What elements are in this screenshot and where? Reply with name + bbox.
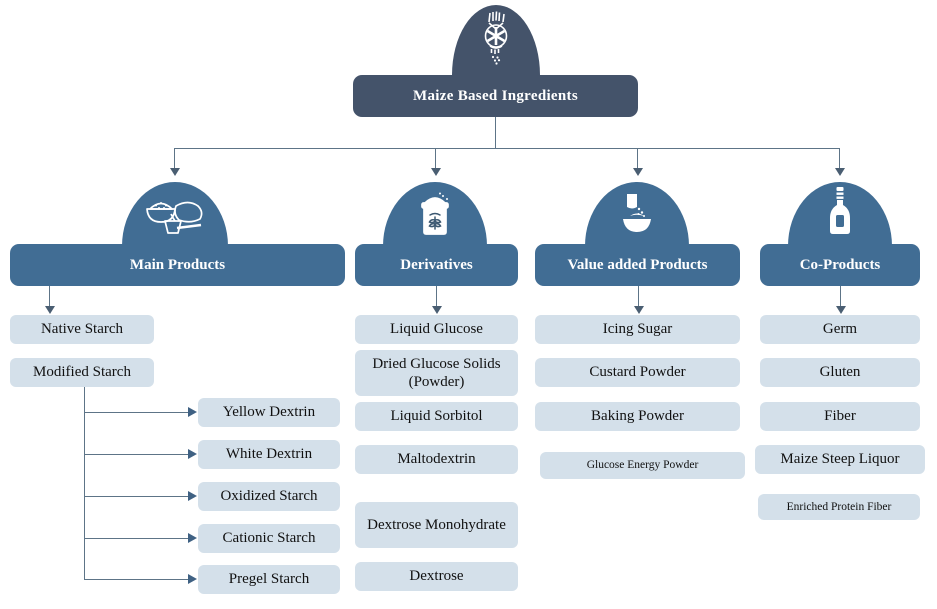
sub-connector-yellow-dextrin xyxy=(84,412,188,413)
leaf-label: Maize Steep Liquor xyxy=(780,451,900,468)
branch-arrow-value-added-products xyxy=(633,168,643,176)
leaf-label: Pregel Starch xyxy=(228,571,310,588)
leaf-label: Enriched Protein Fiber xyxy=(786,500,892,513)
branch-stem-value-added-products xyxy=(637,148,638,170)
leaf-label: White Dextrin xyxy=(225,446,313,463)
leaf-label: Custard Powder xyxy=(589,364,686,381)
category-label-value-added-products: Value added Products xyxy=(567,256,708,273)
sub-branch-spine-modified-starch xyxy=(84,387,85,579)
leaf-modified-starch[interactable]: Modified Starch xyxy=(10,358,154,387)
category-derivatives[interactable]: Derivatives xyxy=(355,244,518,286)
pouring-bowl-icon xyxy=(614,190,660,241)
category-co-products[interactable]: Co-Products xyxy=(760,244,920,286)
leaf-dried-glucose-solids-powder[interactable]: Dried Glucose Solids (Powder) xyxy=(355,350,518,396)
leaf-label: Dextrose xyxy=(409,568,464,585)
root-bus xyxy=(174,148,839,149)
category-label-co-products: Co-Products xyxy=(799,256,881,273)
category-main-products[interactable]: Main Products xyxy=(10,244,345,286)
category-arrow-derivatives xyxy=(432,306,442,314)
sub-arrow-pregel-starch xyxy=(188,574,197,584)
category-icon-badge-main-products xyxy=(122,182,228,246)
leaf-custard-powder[interactable]: Custard Powder xyxy=(535,358,740,387)
leaf-label: Baking Powder xyxy=(591,408,684,425)
sub-connector-white-dextrin xyxy=(84,454,188,455)
category-stem-derivatives xyxy=(436,286,437,308)
category-stem-value-added-products xyxy=(638,286,639,308)
leaf-label: Fiber xyxy=(824,408,856,425)
category-icon-badge-value-added-products xyxy=(585,182,689,246)
leaf-label: Cationic Starch xyxy=(222,530,316,547)
leaf-glucose-energy-powder[interactable]: Glucose Energy Powder xyxy=(540,452,745,479)
leaf-label: Gluten xyxy=(819,364,861,381)
category-stem-co-products xyxy=(840,286,841,308)
leaf-label: Yellow Dextrin xyxy=(222,404,316,421)
leaf-dextrose[interactable]: Dextrose xyxy=(355,562,518,591)
category-icon-badge-co-products xyxy=(788,182,892,246)
leaf-icing-sugar[interactable]: Icing Sugar xyxy=(535,315,740,344)
category-label-main-products: Main Products xyxy=(129,256,226,273)
leaf-label: Germ xyxy=(822,321,858,338)
root-icon-badge xyxy=(452,5,540,75)
branch-stem-co-products xyxy=(839,148,840,170)
leaf-label: Glucose Energy Powder xyxy=(586,459,699,472)
branch-arrow-main-products xyxy=(170,168,180,176)
sub-connector-cationic-starch xyxy=(84,538,188,539)
starch-bowl-icon xyxy=(144,192,206,241)
root-node[interactable]: Maize Based Ingredients xyxy=(353,75,638,117)
leaf-yellow-dextrin[interactable]: Yellow Dextrin xyxy=(198,398,340,427)
leaf-fiber[interactable]: Fiber xyxy=(760,402,920,431)
leaf-dextrose-monohydrate[interactable]: Dextrose Monohydrate xyxy=(355,502,518,548)
leaf-enriched-protein-fiber[interactable]: Enriched Protein Fiber xyxy=(758,494,920,520)
branch-arrow-co-products xyxy=(835,168,845,176)
sub-arrow-cationic-starch xyxy=(188,533,197,543)
category-icon-badge-derivatives xyxy=(383,182,487,246)
category-label-derivatives: Derivatives xyxy=(400,256,473,273)
sub-arrow-white-dextrin xyxy=(188,449,197,459)
category-arrow-value-added-products xyxy=(634,306,644,314)
branch-stem-derivatives xyxy=(435,148,436,170)
leaf-pregel-starch[interactable]: Pregel Starch xyxy=(198,565,340,594)
sub-arrow-yellow-dextrin xyxy=(188,407,197,417)
leaf-maize-steep-liquor[interactable]: Maize Steep Liquor xyxy=(755,445,925,474)
leaf-liquid-sorbitol[interactable]: Liquid Sorbitol xyxy=(355,402,518,431)
sub-connector-pregel-starch xyxy=(84,579,188,580)
leaf-label: Modified Starch xyxy=(33,364,131,381)
leaf-maltodextrin[interactable]: Maltodextrin xyxy=(355,445,518,474)
category-value-added-products[interactable]: Value added Products xyxy=(535,244,740,286)
branch-arrow-derivatives xyxy=(431,168,441,176)
root-stem xyxy=(495,117,496,148)
branch-stem-main-products xyxy=(174,148,175,170)
leaf-cationic-starch[interactable]: Cationic Starch xyxy=(198,524,340,553)
leaf-native-starch[interactable]: Native Starch xyxy=(10,315,154,344)
leaf-label: Liquid Sorbitol xyxy=(390,408,483,425)
leaf-oxidized-starch[interactable]: Oxidized Starch xyxy=(198,482,340,511)
leaf-gluten[interactable]: Gluten xyxy=(760,358,920,387)
leaf-label: Native Starch xyxy=(40,321,124,338)
category-arrow-main-products xyxy=(45,306,55,314)
leaf-baking-powder[interactable]: Baking Powder xyxy=(535,402,740,431)
root-label: Maize Based Ingredients xyxy=(413,87,578,104)
category-stem-main-products xyxy=(49,286,50,308)
sub-connector-oxidized-starch xyxy=(84,496,188,497)
category-arrow-co-products xyxy=(836,306,846,314)
leaf-liquid-glucose[interactable]: Liquid Glucose xyxy=(355,315,518,344)
bottle-icon xyxy=(825,186,855,241)
leaf-label: Maltodextrin xyxy=(397,451,476,468)
leaf-label: Oxidized Starch xyxy=(220,488,318,505)
leaf-label: Dextrose Monohydrate xyxy=(367,516,506,533)
sub-arrow-oxidized-starch xyxy=(188,491,197,501)
leaf-label: Dried Glucose Solids (Powder) xyxy=(372,355,501,390)
flour-sack-icon xyxy=(412,190,458,241)
leaf-label: Icing Sugar xyxy=(602,321,673,338)
leaf-germ[interactable]: Germ xyxy=(760,315,920,344)
maize-cob-icon xyxy=(476,10,516,71)
leaf-label: Liquid Glucose xyxy=(390,321,483,338)
leaf-white-dextrin[interactable]: White Dextrin xyxy=(198,440,340,469)
